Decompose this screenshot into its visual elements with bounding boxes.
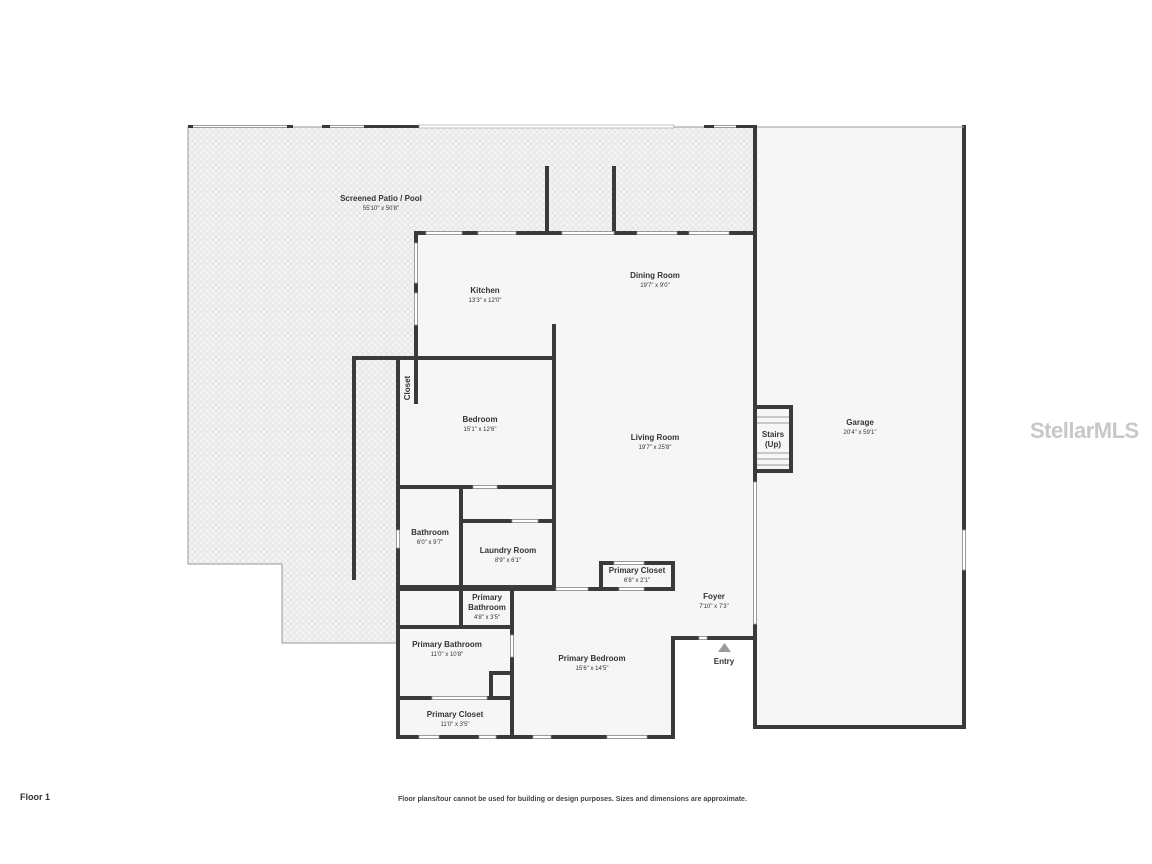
entry-arrow-icon	[718, 643, 731, 652]
laundry-dim: 8'9" x 6'1"	[495, 558, 521, 564]
dining-dim: 19'7" x 9'0"	[640, 283, 670, 289]
windows	[396, 231, 966, 739]
foyer-dim: 7'10" x 7'3"	[699, 604, 729, 610]
living-name: Living Room	[631, 433, 679, 442]
primary-bath-small-dim: 4'8" x 3'5"	[474, 615, 500, 621]
closet-name: Closet	[403, 375, 412, 400]
watermark-logo: StellarMLS	[1030, 418, 1139, 443]
patio-strip	[354, 358, 399, 643]
foyer-name: Foyer	[703, 592, 725, 601]
disclaimer-text: Floor plans/tour cannot be used for buil…	[398, 796, 747, 803]
stairs-name: Stairs	[762, 430, 785, 439]
dining-name: Dining Room	[630, 271, 680, 280]
primary-bathroom-dim: 11'0" x 10'8"	[431, 652, 463, 658]
bathroom-dim: 6'0" x 9'7"	[417, 540, 443, 546]
patio-frame	[188, 124, 756, 129]
primary-closet-name: Primary Closet	[427, 710, 484, 719]
stair-treads	[757, 416, 789, 466]
floor-label: Floor 1	[20, 792, 51, 802]
garage-name: Garage	[846, 418, 874, 427]
patio-name: Screened Patio / Pool	[340, 194, 422, 203]
kitchen-name: Kitchen	[470, 286, 499, 295]
primary-bath-small-name-2: Bathroom	[468, 603, 506, 612]
living-dim: 19'7" x 25'8"	[639, 445, 672, 451]
kitchen-dim: 13'3" x 12'0"	[469, 298, 502, 304]
entry-label: Entry	[714, 657, 735, 666]
garage-walls	[753, 125, 966, 729]
patio-dim: 55'10" x 50'8"	[363, 206, 399, 212]
primary-bedroom-dim: 15'6" x 14'5"	[576, 666, 609, 672]
bathroom-name: Bathroom	[411, 528, 449, 537]
primary-bathroom-name: Primary Bathroom	[412, 640, 482, 649]
laundry-name: Laundry Room	[480, 546, 536, 555]
primary-closet-small-dim: 6'8" x 2'1"	[624, 578, 650, 584]
bedroom-name: Bedroom	[462, 415, 497, 424]
bedroom-dim: 15'1" x 12'6"	[464, 427, 497, 433]
primary-bath-small-name: Primary	[472, 593, 502, 602]
garage-floor	[757, 127, 964, 727]
primary-bedroom-name: Primary Bedroom	[558, 654, 625, 663]
garage-dim: 20'4" x 59'1"	[844, 430, 877, 436]
stairs-direction: (Up)	[765, 440, 781, 449]
primary-closet-small-name: Primary Closet	[609, 566, 666, 575]
primary-closet-dim: 11'0" x 3'5"	[440, 722, 469, 728]
